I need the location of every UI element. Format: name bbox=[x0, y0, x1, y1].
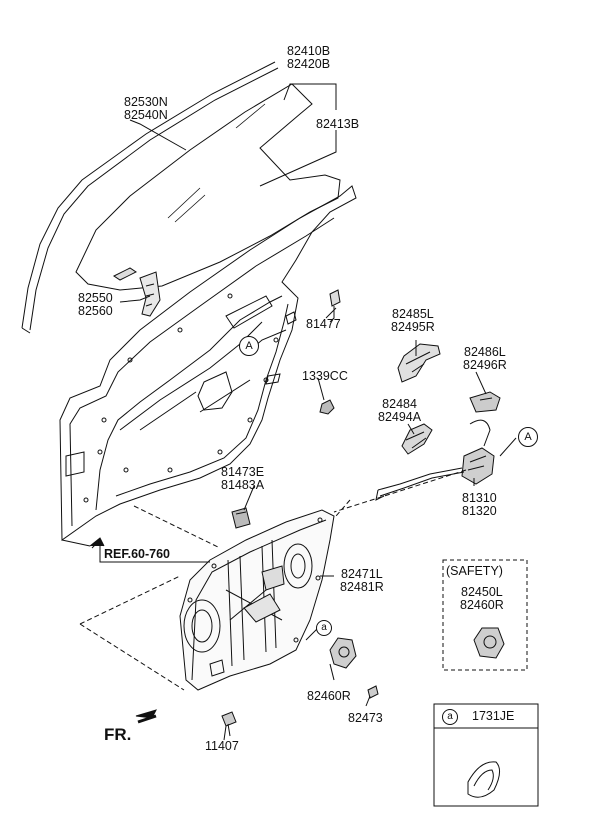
label-cap: 1339CC bbox=[302, 369, 348, 383]
bolts bbox=[221, 685, 379, 737]
label-front: FR. bbox=[104, 725, 132, 744]
callout-a-lower: a bbox=[316, 620, 332, 636]
label-motor-bottom: 82460R bbox=[307, 689, 351, 703]
label-bolt-bottom: 11407 bbox=[205, 739, 239, 753]
label-legend-part: 1731JE bbox=[472, 709, 515, 723]
safety-box bbox=[442, 559, 528, 671]
window-motor bbox=[329, 637, 357, 669]
striker bbox=[231, 507, 251, 529]
callout-a-right: A bbox=[518, 427, 538, 447]
outside-handle bbox=[397, 343, 501, 455]
label-glass: 82413B bbox=[316, 117, 360, 131]
safety-motor bbox=[473, 627, 505, 659]
door-latch bbox=[375, 419, 517, 501]
door-glass bbox=[75, 83, 341, 291]
legend-letter: a bbox=[442, 709, 458, 725]
front-arrow bbox=[135, 709, 157, 724]
label-bolt-right: 82473 bbox=[348, 711, 383, 725]
reference-arrow bbox=[61, 537, 210, 563]
window-regulator bbox=[179, 509, 335, 691]
door-inner-panel bbox=[59, 185, 357, 541]
glass-bracket bbox=[113, 267, 161, 317]
callout-a-upper: A bbox=[239, 336, 259, 356]
glass-run-channel bbox=[21, 61, 279, 334]
leader-lines bbox=[79, 83, 487, 741]
legend-washer bbox=[467, 761, 500, 798]
label-ref: REF.60-760 bbox=[104, 547, 171, 561]
legend-box bbox=[433, 703, 539, 807]
label-stud: 81477 bbox=[306, 317, 341, 331]
cap-part bbox=[319, 399, 335, 415]
label-safety-title: (SAFETY) bbox=[446, 564, 503, 578]
